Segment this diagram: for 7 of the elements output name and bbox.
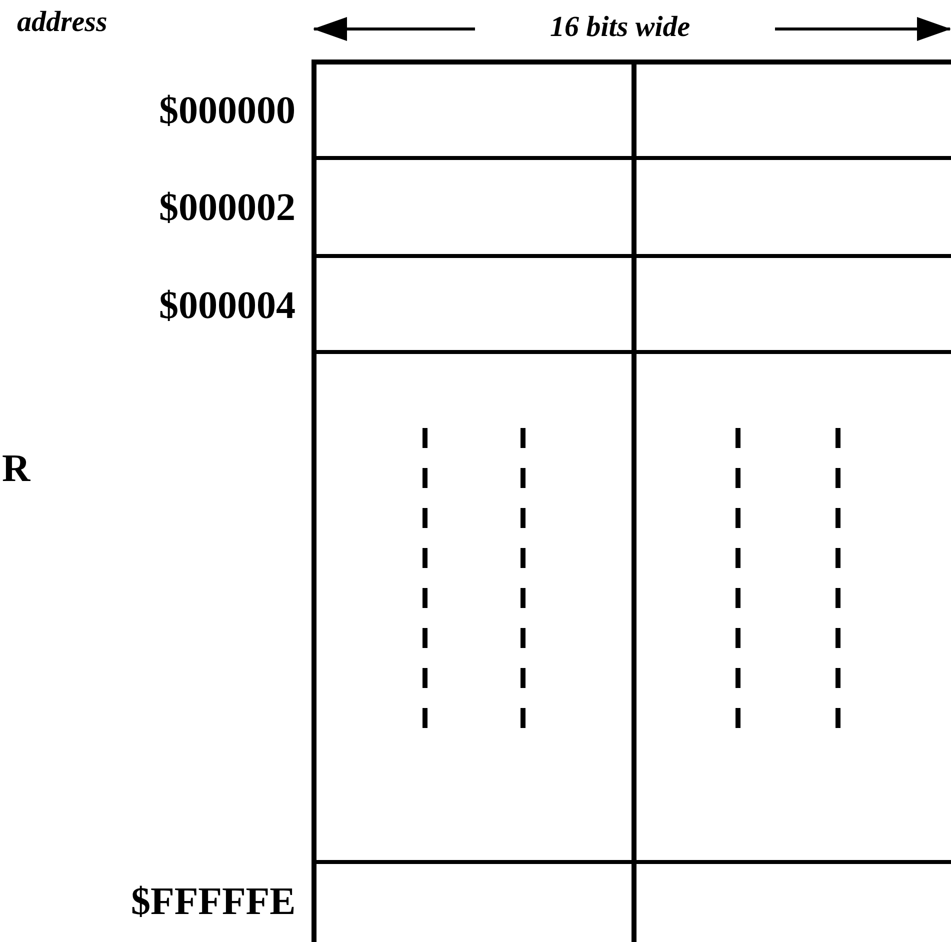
address-label: $000004 <box>159 286 296 325</box>
address-label: $FFFFFE <box>131 882 296 921</box>
width-label: 16 bits wide <box>550 13 690 42</box>
address-label: $000002 <box>159 188 296 227</box>
side-label: R <box>2 449 30 488</box>
column-heading: address <box>17 8 108 37</box>
address-label: $000000 <box>159 91 296 130</box>
